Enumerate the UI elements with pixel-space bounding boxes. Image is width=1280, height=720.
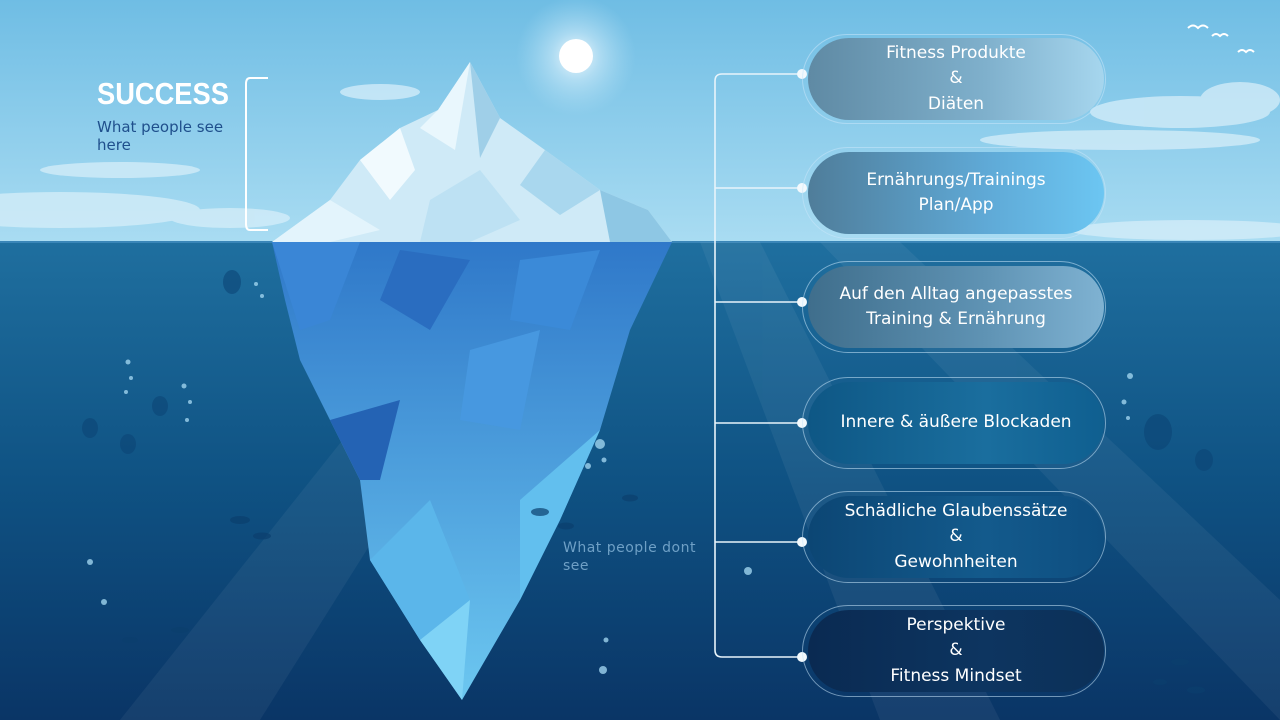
layer-text-line: &	[949, 526, 963, 547]
success-bracket	[245, 77, 268, 231]
layer-fitness-products: Fitness Produkte & Diäten	[808, 38, 1104, 120]
layer-text-line: Plan/App	[918, 195, 994, 215]
connector-tree	[714, 73, 802, 658]
layer-text-line: &	[949, 640, 963, 661]
sun	[559, 39, 593, 73]
layer-text-line: Fitness Produkte	[886, 42, 1026, 63]
squid-icon	[82, 270, 1213, 471]
layer-text-line: Training & Ernährung	[866, 309, 1046, 329]
birds-icon	[1187, 24, 1255, 54]
layer-outline	[802, 605, 1106, 697]
layer-outline	[802, 377, 1106, 469]
layer-blockades: Innere & äußere Blockaden	[808, 382, 1104, 464]
success-heading: SUCCESS	[97, 76, 229, 111]
layer-text-line: Perspektive	[906, 614, 1006, 635]
clouds	[0, 82, 1280, 240]
layer-outline	[802, 491, 1106, 583]
hidden-subtitle: What people dont see	[563, 540, 696, 574]
layer-outline	[802, 147, 1106, 239]
layer-outline	[802, 261, 1106, 353]
layer-outline	[802, 34, 1106, 124]
layer-mindset: Perspektive & Fitness Mindset	[808, 610, 1104, 692]
layer-text-line: Innere & äußere Blockaden	[840, 412, 1072, 433]
layer-text-line: Gewohnheiten	[894, 551, 1018, 572]
bubbles	[87, 282, 1133, 674]
fish-icon	[122, 494, 1205, 694]
layer-beliefs-habits: Schädliche Glaubenssätze & Gewohnheiten	[808, 496, 1104, 578]
layer-text-line: Schädliche Glaubenssätze	[844, 500, 1068, 521]
layer-text-line: Diäten	[927, 93, 985, 114]
layer-text-line: &	[949, 68, 963, 89]
success-subtitle: What people see here	[97, 118, 224, 154]
layer-text-line: Fitness Mindset	[890, 665, 1022, 686]
layer-text-line: Auf den Alltag angepasstes	[839, 283, 1073, 304]
iceberg-underwater	[272, 242, 672, 700]
iceberg-tip	[272, 62, 672, 242]
layer-text-line: Ernährungs/Trainings	[866, 169, 1046, 190]
